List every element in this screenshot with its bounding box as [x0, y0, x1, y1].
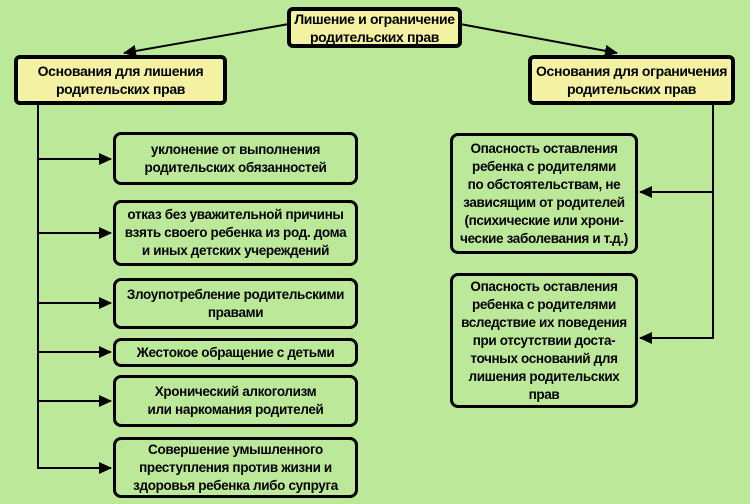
- left-item-5-label: Хронический алкоголизм или наркомания ро…: [147, 384, 324, 417]
- left-item-1-label: уклонение от выполнения родительских обя…: [144, 141, 327, 175]
- left-item-2: отказ без уважительной причины взять сво…: [113, 200, 358, 266]
- left-item-4-label: Жестокое обращение с детьми: [136, 344, 335, 360]
- right-header-label: Основания для ограничения родительских п…: [535, 63, 728, 97]
- left-item-3: Злоупотребление родительскими правами: [113, 278, 358, 329]
- connector-root-to-left: [123, 23, 290, 57]
- right-item-1: Опасность оставления ребенка с родителям…: [450, 133, 638, 254]
- connector-root-to-right: [459, 23, 618, 57]
- left-header-node: Основания для лишения родительских прав: [14, 55, 227, 105]
- left-item-4: Жестокое обращение с детьми: [113, 338, 358, 367]
- right-header-node: Основания для ограничения родительских п…: [528, 55, 735, 105]
- right-item-1-label: Опасность оставления ребенка с родителям…: [460, 140, 628, 246]
- right-item-2: Опасность оставления ребенка с родителям…: [450, 273, 638, 408]
- root-node-label: Лишение и ограничение родительских прав: [294, 10, 455, 45]
- left-item-6-label: Совершение умышленного преступления прот…: [133, 441, 338, 493]
- left-item-1: уклонение от выполнения родительских обя…: [113, 132, 358, 185]
- left-item-3-label: Злоупотребление родительскими правами: [126, 286, 345, 320]
- root-node: Лишение и ограничение родительских прав: [287, 7, 462, 48]
- right-item-2-label: Опасность оставления ребенка с родителям…: [461, 278, 627, 402]
- left-item-5: Хронический алкоголизм или наркомания ро…: [113, 375, 358, 427]
- left-item-2-label: отказ без уважительной причины взять сво…: [124, 207, 347, 258]
- left-header-label: Основания для лишения родительских прав: [37, 63, 204, 97]
- left-item-6: Совершение умышленного преступления прот…: [113, 437, 358, 498]
